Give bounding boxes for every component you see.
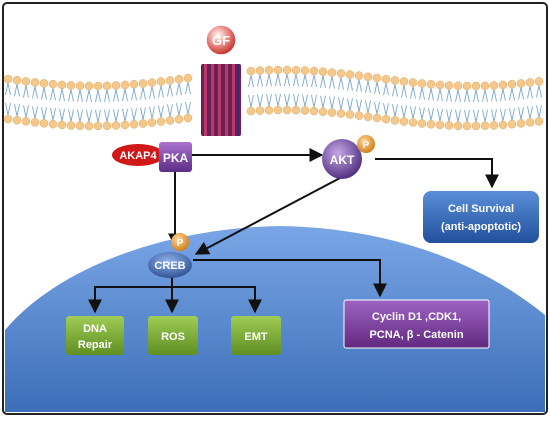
targets-line1: Cyclin D1 ,CDK1, (372, 311, 461, 323)
akap4-label: AKAP4 (119, 150, 157, 162)
arrow-akt-to-creb (194, 177, 341, 255)
cell-survival-box: Cell Survival (anti-apoptotic) (423, 191, 539, 243)
targets-line2: PCNA, β - Catenin (369, 329, 463, 341)
creb-label: CREB (154, 260, 185, 272)
dna-repair-line1: DNA (83, 323, 107, 335)
akt-label: AKT (330, 153, 355, 167)
creb-node: CREB P (148, 233, 192, 278)
cell-survival-line1: Cell Survival (448, 203, 514, 215)
pka-label: PKA (163, 151, 189, 165)
cell-survival-line2: (anti-apoptotic) (441, 221, 521, 233)
arrows (88, 148, 499, 314)
creb-phospho-label: P (177, 238, 184, 249)
cell-membrane (3, 65, 544, 131)
growth-factor-node: GF (205, 24, 237, 56)
arrow-akt-to-cell-survival (375, 158, 499, 189)
emt-box: EMT (231, 316, 281, 355)
dna-repair-box: DNA Repair (66, 316, 124, 355)
ros-label: ROS (161, 331, 185, 343)
akap4-node: AKAP4 (112, 144, 164, 166)
gene-targets-box: Cyclin D1 ,CDK1, PCNA, β - Catenin (343, 299, 490, 349)
dna-repair-line2: Repair (78, 339, 113, 351)
akt-node: AKT P (322, 135, 375, 179)
receptor (201, 64, 241, 136)
arrow-creb-to-targets (193, 259, 387, 298)
pka-node: PKA (159, 142, 192, 172)
emt-label: EMT (244, 331, 268, 343)
akt-phospho-label: P (363, 140, 370, 151)
gf-label: GF (212, 33, 230, 48)
ros-box: ROS (148, 316, 198, 355)
